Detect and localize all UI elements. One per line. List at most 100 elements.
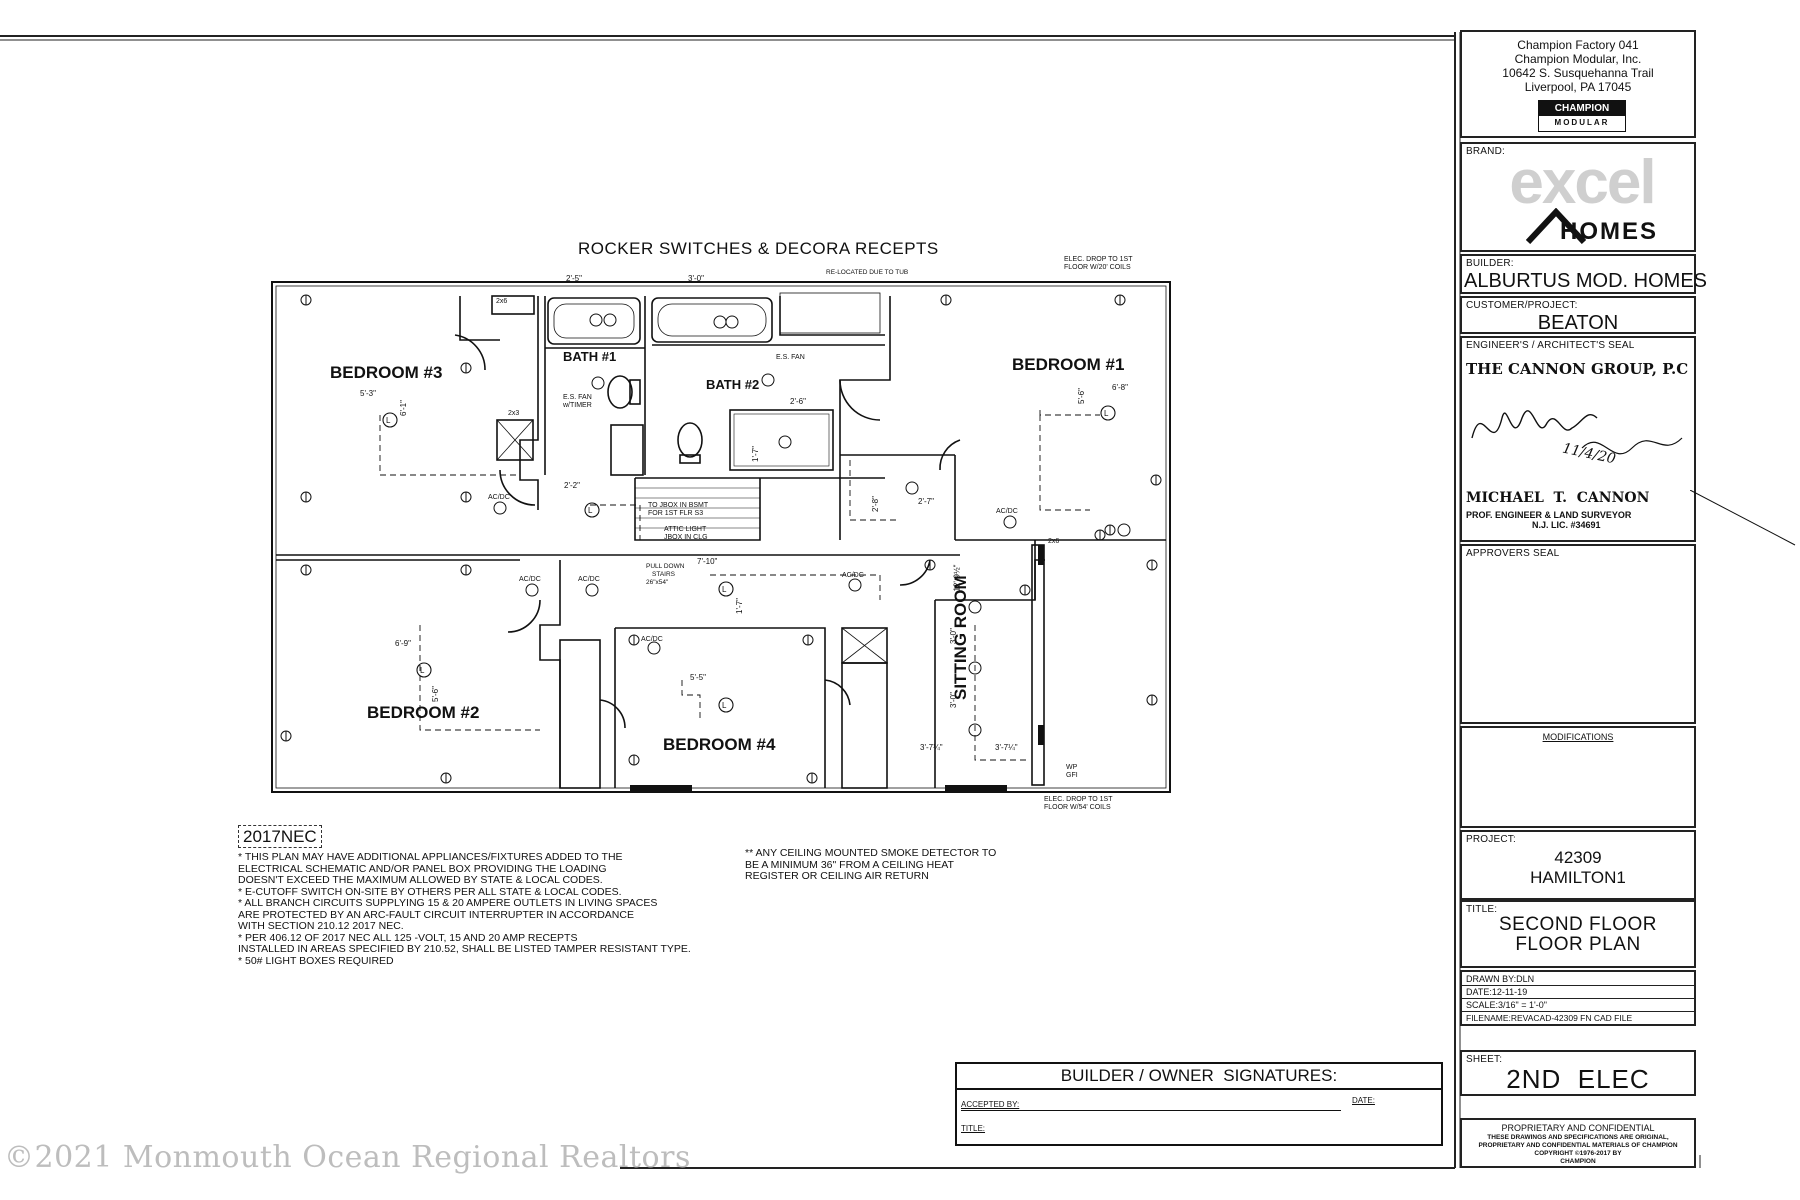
svg-text:L: L [420, 666, 425, 675]
pull-down-2: STAIRS [652, 571, 675, 578]
sheet-label: SHEET: [1466, 1054, 1503, 1065]
title-block: TITLE: SECOND FLOOR FLOOR PLAN [1460, 900, 1696, 968]
circuit-wiring [379, 410, 1100, 761]
nec-note-line: ARE PROTECTED BY AN ARC-FAULT CIRCUIT IN… [238, 908, 634, 921]
signature-title-label: TITLE: [961, 1124, 986, 1133]
seal-lic-line: PROF. ENGINEER & LAND SURVEYOR [1466, 510, 1632, 520]
fixture-letters: L L L L L L [386, 409, 1109, 710]
smoke-label-1: AC/DC [488, 494, 510, 501]
dimension-label: 5'-6" [1076, 388, 1086, 404]
excel-logo-word: excel [1509, 148, 1656, 217]
jbox-note-1: TO JBOX IN BSMT [648, 502, 709, 509]
nec-note-line: ELECTRICAL SCHEMATIC AND/OR PANEL BOX PR… [238, 862, 607, 875]
plan-heading: ROCKER SWITCHES & DECORA RECEPTS [578, 239, 939, 258]
dimension-label: 3'-7¼" [995, 743, 1018, 752]
project-label: PROJECT: [1466, 834, 1516, 845]
nec-note-line: * 50# LIGHT BOXES REQUIRED [238, 954, 394, 967]
smoke-note-line: ** ANY CEILING MOUNTED SMOKE DETECTOR TO [745, 847, 997, 859]
seal-name: MICHAEL T. CANNON [1466, 490, 1650, 506]
project-name: HAMILTON1 [1530, 868, 1626, 887]
room-label-bedroom-3: BEDROOM #3 [330, 363, 443, 382]
room-label-bath-1: BATH #1 [563, 349, 617, 364]
smoke-label-4: AC/DC [578, 576, 600, 583]
dimension-label: 5'-6" [430, 686, 440, 702]
fan-symbols [589, 313, 982, 737]
accepted-by-label: ACCEPTED BY: [961, 1100, 1020, 1109]
dimension-label: 2x6 [496, 298, 508, 305]
seal-firm: THE CANNON GROUP, P.C [1466, 360, 1689, 378]
project-block: PROJECT: 42309 HAMILTON1 [1460, 830, 1696, 900]
dimension-label: 3'-7¼" [920, 743, 943, 752]
customer-block: CUSTOMER/PROJECT: BEATON [1460, 296, 1696, 334]
smoke-note-line: REGISTER OR CEILING AIR RETURN [745, 870, 929, 882]
dimension-label: 6'-1" [398, 400, 408, 416]
modifications-block: MODIFICATIONS [1460, 726, 1696, 828]
attic-light-2: JBOX IN CLG [664, 534, 708, 541]
dimension-label: 6'-9" [395, 639, 411, 648]
champion-logo: CHAMPION MODULAR [1538, 100, 1626, 132]
smoke-detector-note: ** ANY CEILING MOUNTED SMOKE DETECTOR TO… [745, 847, 997, 883]
signature-date-label: DATE: [1352, 1096, 1375, 1105]
svg-text:L: L [722, 585, 727, 594]
nec-note-line: DOESN'T EXCEED THE MAXIMUM ALLOWED BY ST… [238, 874, 603, 886]
pull-down-3: 26"x54" [646, 579, 669, 586]
interior-walls [276, 292, 1166, 789]
proprietary-line: THESE DRAWINGS AND SPECIFICATIONS ARE OR… [1487, 1134, 1669, 1141]
nec-note-line: * E-CUTOFF SWITCH ON-SITE BY OTHERS PER … [238, 885, 622, 898]
proprietary-block: PROPRIETARY AND CONFIDENTIAL THESE DRAWI… [1460, 1118, 1696, 1168]
info-date: DATE:12-11-19 [1466, 987, 1528, 997]
room-label-bath-2: BATH #2 [706, 377, 760, 392]
attic-light-1: ATTIC LIGHT [664, 526, 707, 533]
project-number: 42309 [1554, 848, 1602, 867]
proprietary-line: PROPRIETARY AND CONFIDENTIAL MATERIALS O… [1478, 1142, 1678, 1149]
factory-block: Champion Factory 041 Champion Modular, I… [1460, 30, 1696, 138]
jbox-note-2: FOR 1ST FLR S3 [648, 510, 704, 517]
customer-label: CUSTOMER/PROJECT: [1466, 300, 1578, 311]
proprietary-line: COPYRIGHT ©1976-2017 BY [1534, 1150, 1622, 1157]
svg-text:L: L [588, 506, 593, 515]
sheet-id: 2ND ELEC [1506, 1064, 1650, 1094]
seal-leader-line [1690, 490, 1796, 546]
nec-badge: 2017NEC [238, 825, 322, 848]
seal-label: ENGINEER'S / ARCHITECT'S SEAL [1466, 340, 1635, 351]
dimension-label: 3'-0" [948, 628, 958, 644]
info-filename: FILENAME:REVACAD-42309 FN CAD FILE [1466, 1013, 1633, 1023]
dimension-label: 1'-7" [750, 446, 760, 462]
drawn-by: DRAWN BY:DLN [1466, 974, 1535, 984]
smoke-label-2: AC/DC [996, 508, 1018, 515]
brand-label: BRAND: [1466, 146, 1505, 157]
excel-logo-homes: HOMES [1560, 218, 1659, 245]
wp-gfi-1: WP [1066, 764, 1078, 771]
dimension-label: 2'-7" [918, 497, 934, 506]
elec-drop-top-2: FLOOR W/20' COILS [1064, 264, 1131, 271]
champion-logo-word: CHAMPION [1539, 101, 1625, 116]
approvers-label: APPROVERS SEAL [1466, 548, 1560, 559]
dimension-label: 3'-0" [688, 274, 704, 283]
room-label-bedroom-4: BEDROOM #4 [663, 735, 776, 754]
roof-chevron-icon [1526, 208, 1586, 244]
svg-text:L: L [386, 416, 391, 425]
factory-line: Champion Modular, Inc. [1514, 52, 1642, 66]
nec-note-line: INSTALLED IN AREAS SPECIFIED BY 210.52, … [238, 943, 691, 955]
dimension-label: 1'-7" [734, 598, 744, 614]
dimension-label: 2'-8" [870, 496, 880, 512]
modifications-label: MODIFICATIONS [1542, 732, 1614, 742]
proprietary-line: CHAMPION [1560, 1158, 1596, 1165]
signature-title: BUILDER / OWNER SIGNATURES: [957, 1064, 1441, 1090]
relocated-note: RE-LOCATED DUE TO TUB [826, 269, 909, 276]
dimension-label: 2'-6" [790, 397, 806, 406]
smoke-label-6: AC/DC [641, 636, 663, 643]
room-label-bedroom-2: BEDROOM #2 [367, 703, 480, 722]
proprietary-title: PROPRIETARY AND CONFIDENTIAL [1501, 1123, 1655, 1133]
builder-name: ALBURTUS MOD. HOMES [1464, 270, 1707, 292]
smoke-note-line: BE A MINIMUM 36" FROM A CEILING HEAT [745, 858, 954, 871]
elec-drop-top-1: ELEC. DROP TO 1ST [1064, 256, 1133, 263]
smoke-label-5: AC/DC [842, 572, 864, 579]
builder-label: BUILDER: [1466, 258, 1514, 269]
dimension-label: 12'-9½" [952, 564, 962, 592]
seal-block: ENGINEER'S / ARCHITECT'S SEAL THE CANNON… [1460, 336, 1696, 542]
info-divider [1462, 985, 1694, 986]
exterior-walls [271, 281, 1171, 793]
pull-down-1: PULL DOWN [646, 563, 685, 570]
